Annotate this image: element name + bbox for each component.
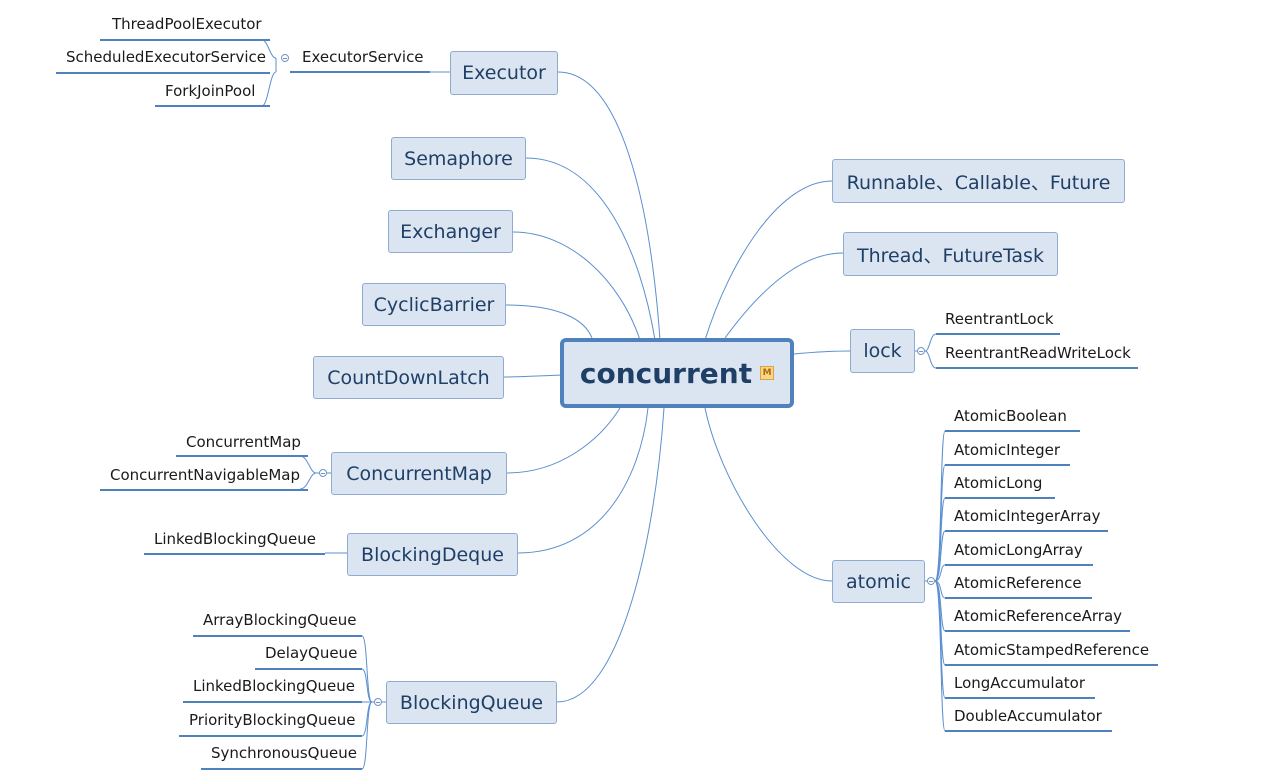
leaf-priority-blocking-queue[interactable]: PriorityBlockingQueue — [189, 711, 356, 729]
leaf-long-accumulator[interactable]: LongAccumulator — [954, 674, 1086, 692]
leaf-atomic-stamped-reference[interactable]: AtomicStampedReference — [954, 641, 1150, 659]
leaf-scheduled-executor-service[interactable]: ScheduledExecutorService — [66, 48, 266, 66]
collapse-toggle-icon[interactable] — [917, 347, 925, 355]
leaf-concurrent-navigable-map[interactable]: ConcurrentNavigableMap — [110, 466, 301, 484]
node-runnable-callable-future[interactable]: Runnable、Callable、Future — [832, 159, 1125, 203]
leaf-atomic-integer[interactable]: AtomicInteger — [954, 441, 1061, 459]
node-semaphore[interactable]: Semaphore — [391, 137, 526, 180]
node-thread-futuretask[interactable]: Thread、FutureTask — [843, 232, 1058, 276]
leaf-atomic-long[interactable]: AtomicLong — [954, 474, 1043, 492]
node-lock[interactable]: lock — [850, 329, 915, 373]
leaf-array-blocking-queue[interactable]: ArrayBlockingQueue — [203, 611, 357, 629]
leaf-fork-join-pool[interactable]: ForkJoinPool — [165, 82, 256, 100]
leaf-atomic-reference-array[interactable]: AtomicReferenceArray — [954, 607, 1123, 625]
collapse-toggle-icon[interactable] — [281, 54, 289, 62]
leaf-atomic-long-array[interactable]: AtomicLongArray — [954, 541, 1083, 559]
node-cyclic-barrier[interactable]: CyclicBarrier — [362, 283, 506, 326]
collapse-toggle-icon[interactable] — [927, 577, 935, 585]
leaf-linked-blocking-queue[interactable]: LinkedBlockingQueue — [154, 530, 316, 548]
leaf-atomic-reference[interactable]: AtomicReference — [954, 574, 1082, 592]
leaf-delay-queue[interactable]: DelayQueue — [265, 644, 358, 662]
node-executor[interactable]: Executor — [450, 51, 558, 95]
leaf-reentrant-read-write-lock[interactable]: ReentrantReadWriteLock — [945, 344, 1131, 362]
leaf-double-accumulator[interactable]: DoubleAccumulator — [954, 707, 1102, 725]
collapse-toggle-icon[interactable] — [374, 698, 382, 706]
node-concurrent-map[interactable]: ConcurrentMap — [331, 452, 507, 495]
node-atomic[interactable]: atomic — [832, 560, 925, 603]
marker-icon: M — [760, 366, 775, 380]
leaf-atomic-boolean[interactable]: AtomicBoolean — [954, 407, 1067, 425]
root-node-concurrent[interactable]: concurrent M — [560, 338, 794, 408]
leaf-reentrant-lock[interactable]: ReentrantLock — [945, 310, 1054, 328]
collapse-toggle-icon[interactable] — [319, 469, 327, 477]
node-count-down-latch[interactable]: CountDownLatch — [313, 356, 504, 399]
node-exchanger[interactable]: Exchanger — [388, 210, 513, 253]
leaf-executor-service[interactable]: ExecutorService — [302, 48, 424, 66]
leaf-concurrent-map[interactable]: ConcurrentMap — [186, 433, 301, 451]
node-blocking-queue[interactable]: BlockingQueue — [386, 681, 557, 724]
leaf-thread-pool-executor[interactable]: ThreadPoolExecutor — [112, 15, 262, 33]
leaf-atomic-integer-array[interactable]: AtomicIntegerArray — [954, 507, 1101, 525]
root-label: concurrent — [579, 356, 753, 390]
leaf-linked-blocking-queue[interactable]: LinkedBlockingQueue — [193, 677, 355, 695]
leaf-synchronous-queue[interactable]: SynchronousQueue — [211, 744, 357, 762]
node-blocking-deque[interactable]: BlockingDeque — [347, 533, 518, 576]
